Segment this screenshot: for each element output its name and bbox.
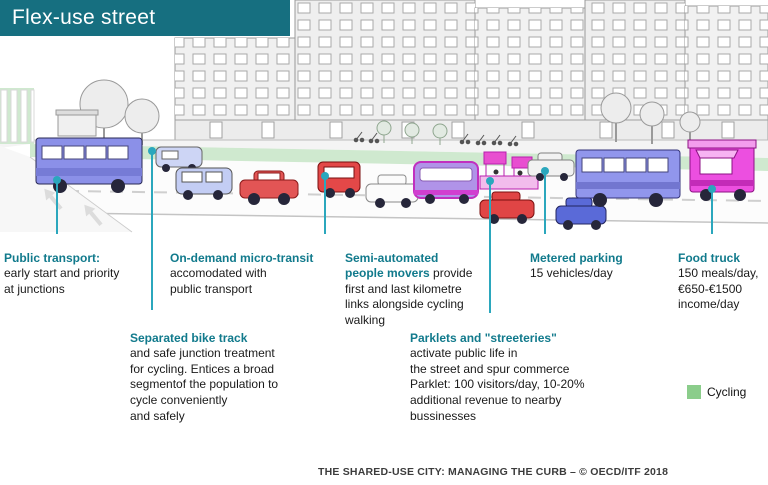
cycling-color-swatch bbox=[687, 385, 701, 399]
annotation-separated-bike-track: Separated bike track and safe junction t… bbox=[130, 315, 320, 424]
annotation-heading: Separated bike track bbox=[130, 330, 248, 345]
annotation-body: 150 meals/day, €650-€1500 income/day bbox=[678, 266, 759, 312]
minivan-icon bbox=[155, 146, 203, 172]
page-title: Flex-use street bbox=[12, 6, 156, 29]
white-car-icon bbox=[365, 174, 419, 208]
annotation-heading: Semi-automated people movers bbox=[345, 250, 439, 281]
parklet-icon bbox=[479, 151, 539, 190]
annotation-public-transport: Public transport: early start and priori… bbox=[4, 235, 154, 297]
red-car-icon bbox=[239, 170, 299, 205]
annotation-food-truck: Food truck 150 meals/day, €650-€1500 inc… bbox=[678, 235, 768, 313]
annotation-parklets-streeteries: Parklets and "streeteries" activate publ… bbox=[410, 315, 640, 424]
public-transport-bus-icon bbox=[35, 137, 143, 193]
annotation-body: 15 vehicles/day bbox=[530, 266, 613, 281]
scooter-rack-icons bbox=[353, 131, 519, 147]
road-arrow bbox=[84, 204, 103, 227]
buildings bbox=[174, 0, 768, 149]
annotation-body: provide first and last kilometre links a… bbox=[345, 266, 473, 327]
annotation-heading: Parklets and "streeteries" bbox=[410, 330, 557, 345]
annotation-body: accomodated with public transport bbox=[170, 266, 267, 296]
annotation-on-demand-micro-transit: On-demand micro-transit accomodated with… bbox=[170, 235, 338, 297]
annotation-metered-parking: Metered parking 15 vehicles/day bbox=[530, 235, 680, 282]
small-trees bbox=[376, 120, 448, 145]
crosswalk-stripes bbox=[0, 89, 35, 143]
blue-car-icon bbox=[555, 197, 607, 230]
people-mover-icon bbox=[413, 161, 479, 204]
legend-cycling: Cycling bbox=[687, 385, 746, 399]
annotation-heading: Public transport: bbox=[4, 250, 101, 265]
road-arrow bbox=[44, 188, 63, 211]
annotation-heading: Food truck bbox=[678, 250, 740, 265]
title-banner: Flex-use street bbox=[0, 0, 290, 36]
micro-transit-vehicle-icon bbox=[317, 161, 361, 198]
bus-icon bbox=[575, 149, 681, 207]
red-car-icon bbox=[479, 191, 535, 224]
minivan-icon bbox=[175, 167, 233, 200]
legend-label: Cycling bbox=[707, 385, 747, 399]
bus-shelter bbox=[55, 109, 99, 137]
source-citation: THE SHARED-USE CITY: MANAGING THE CURB –… bbox=[318, 466, 669, 478]
annotation-body: activate public life in the street and s… bbox=[410, 346, 585, 423]
annotation-heading: On-demand micro-transit bbox=[170, 250, 314, 265]
parked-car-icon bbox=[527, 152, 575, 181]
annotation-semi-automated-people-movers: Semi-automated people movers provide fir… bbox=[345, 235, 503, 329]
annotation-body: and safe junction treatment for cycling.… bbox=[130, 346, 279, 423]
annotation-heading: Metered parking bbox=[530, 250, 623, 265]
annotation-body: early start and priority at junctions bbox=[4, 266, 120, 296]
leader-lines bbox=[53, 147, 716, 313]
food-truck-icon bbox=[687, 139, 757, 201]
